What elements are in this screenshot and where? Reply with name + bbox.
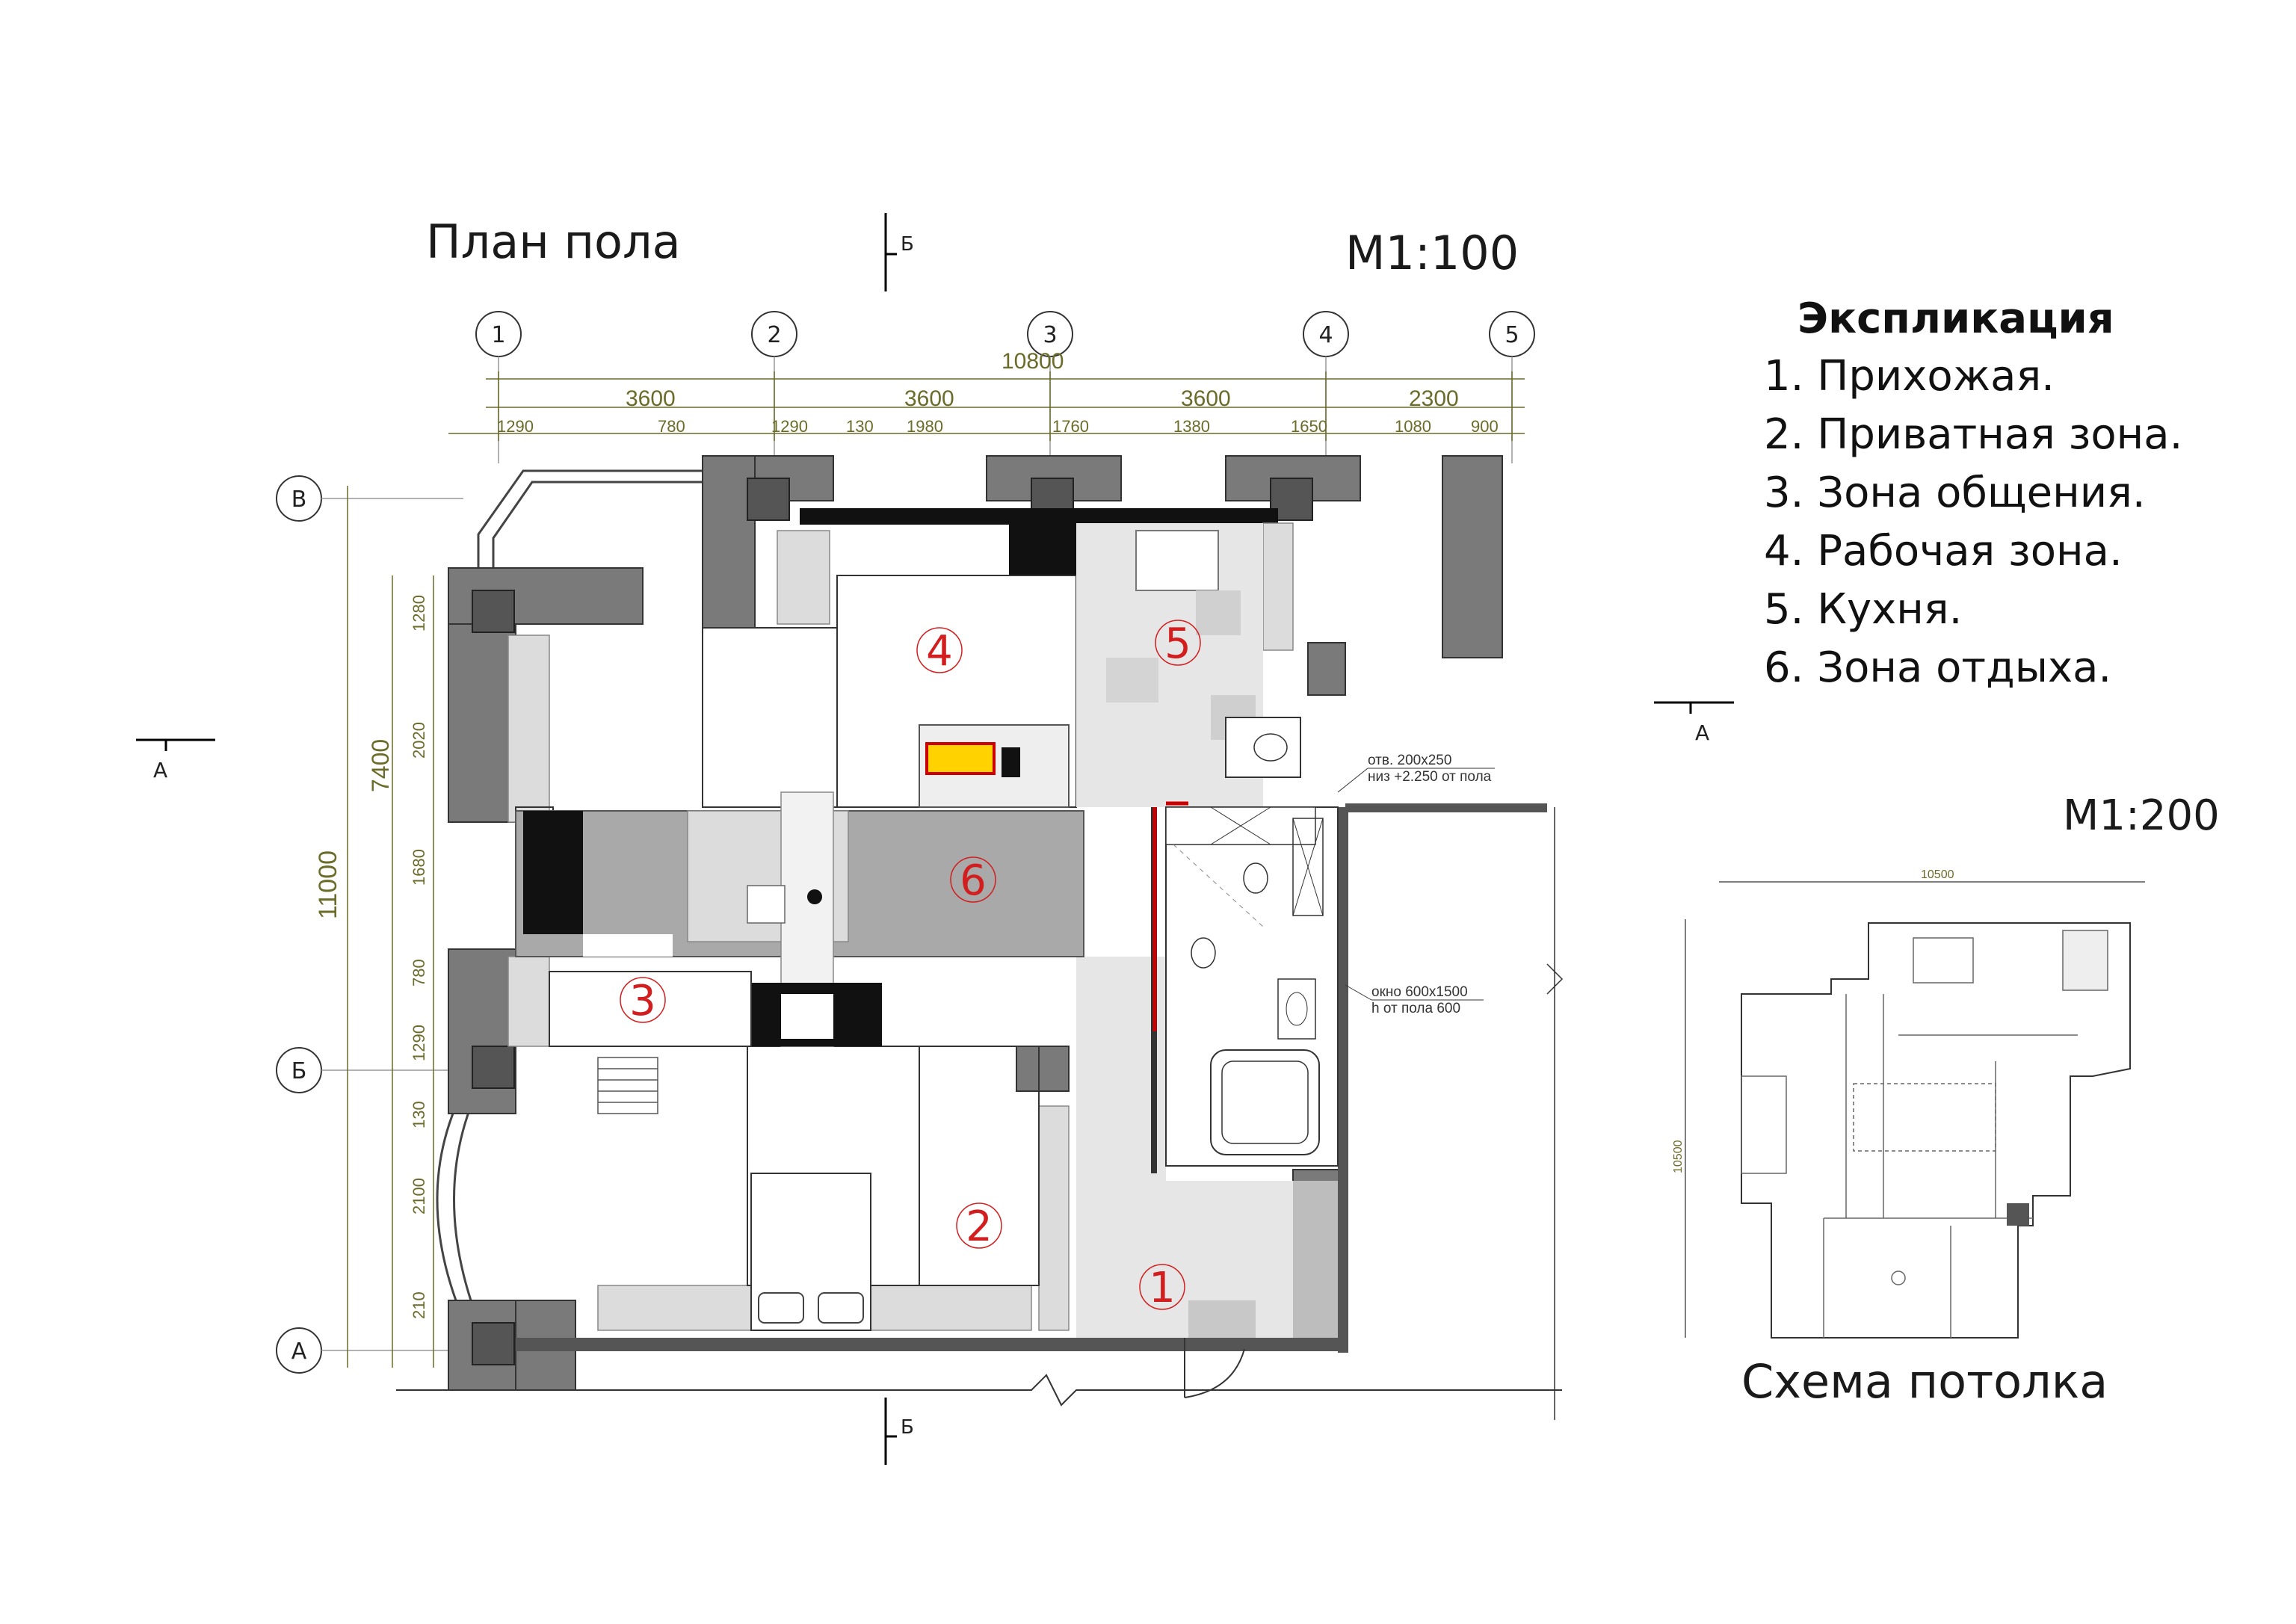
legend-item: 6. Зона отдыха. (1764, 643, 2111, 692)
svg-text:3600: 3600 (904, 386, 954, 411)
dims-left: 1280 2020 1680 780 1290 130 2100 210 (410, 595, 428, 1319)
svg-text:10500: 10500 (1672, 1140, 1685, 1173)
svg-text:1380: 1380 (1173, 417, 1210, 436)
svg-text:2020: 2020 (410, 722, 428, 759)
room-labels: 1 2 3 4 5 6 (620, 620, 1201, 1312)
bed (750, 1173, 871, 1331)
room-label-6: 6 (950, 856, 996, 905)
axis-bubbles-rows: В Б А (276, 475, 322, 1374)
legend-item: 1. Прихожая. (1764, 352, 2055, 401)
plan-scale: М1:100 (1345, 226, 1519, 280)
room-label-5: 5 (1155, 620, 1201, 668)
ceiling-scale: М1:200 (2063, 791, 2220, 840)
svg-text:h от пола 600: h от пола 600 (1371, 1001, 1460, 1016)
legend: Экспликация 1. Прихожая. 2. Приватная зо… (1764, 294, 2182, 692)
note-opening: отв. 200х250 низ +2.250 от пола (1337, 753, 1495, 793)
svg-text:5: 5 (1164, 620, 1191, 668)
svg-text:1290: 1290 (410, 1025, 428, 1061)
ceiling-title: Схема потолка (1741, 1354, 2108, 1409)
svg-text:А: А (1695, 720, 1709, 745)
svg-text:4: 4 (926, 627, 953, 676)
note-window: окно 600х1500 h от пола 600 (1345, 984, 1484, 1016)
svg-text:А: А (153, 758, 167, 782)
svg-text:2: 2 (966, 1202, 993, 1251)
ceiling-scheme: 10500 10500 (1672, 868, 2145, 1339)
svg-text:1290: 1290 (497, 417, 534, 436)
svg-text:1290: 1290 (771, 417, 808, 436)
svg-text:В: В (291, 487, 307, 513)
dimension-chain-top (448, 371, 1525, 441)
svg-text:1760: 1760 (1052, 417, 1089, 436)
svg-text:Б: Б (901, 233, 914, 256)
section-mark-a-right: А (1654, 701, 1734, 745)
dims-top-major: 3600 3600 3600 2300 (626, 386, 1459, 411)
svg-text:130: 130 (410, 1101, 428, 1129)
svg-text:1: 1 (1149, 1264, 1176, 1312)
svg-text:Б: Б (291, 1058, 307, 1084)
legend-title: Экспликация (1797, 294, 2114, 343)
svg-text:1680: 1680 (410, 849, 428, 886)
svg-text:низ +2.250 от пола: низ +2.250 от пола (1368, 769, 1492, 785)
svg-text:10500: 10500 (1921, 868, 1954, 881)
svg-text:3600: 3600 (626, 386, 676, 411)
svg-text:окно 600х1500: окно 600х1500 (1371, 984, 1468, 1000)
svg-text:4: 4 (1318, 322, 1333, 348)
svg-text:1080: 1080 (1395, 417, 1431, 436)
svg-text:6: 6 (960, 856, 987, 905)
floor-plan (396, 455, 1564, 1420)
stairs (597, 1057, 658, 1114)
svg-text:А: А (291, 1339, 307, 1365)
desk (919, 724, 1070, 808)
room-label-1: 1 (1139, 1264, 1185, 1312)
legend-item: 2. Приватная зона. (1764, 410, 2182, 459)
svg-text:130: 130 (846, 417, 874, 436)
plan-title: План пола (426, 214, 681, 269)
svg-text:отв. 200х250: отв. 200х250 (1368, 753, 1451, 768)
dimension-chain-left (347, 486, 434, 1368)
section-mark-b-top: Б (884, 213, 914, 291)
section-mark-b-bottom: Б (884, 1398, 914, 1465)
svg-text:3: 3 (629, 977, 656, 1025)
svg-text:2: 2 (767, 322, 781, 348)
dims-top-minor: 1290 780 1290 130 1980 1760 1380 1650 10… (497, 417, 1499, 436)
axis-bubbles-columns: 1 2 3 4 5 (475, 311, 1535, 357)
svg-text:2300: 2300 (1409, 386, 1459, 411)
section-mark-a-left: А (136, 738, 215, 782)
svg-text:780: 780 (658, 417, 685, 436)
dim-inner-height: 7400 (367, 739, 394, 792)
svg-text:1650: 1650 (1291, 417, 1327, 436)
svg-text:3600: 3600 (1181, 386, 1231, 411)
legend-item: 3. Зона общения. (1764, 469, 2146, 517)
svg-text:900: 900 (1471, 417, 1499, 436)
room-label-2: 2 (956, 1202, 1002, 1251)
room-label-4: 4 (916, 627, 963, 676)
svg-text:1980: 1980 (907, 417, 943, 436)
bathroom (1151, 806, 1339, 1173)
dim-overall-height: 11000 (314, 850, 342, 919)
svg-text:2100: 2100 (410, 1178, 428, 1214)
legend-item: 4. Рабочая зона. (1764, 527, 2123, 575)
room-label-3: 3 (620, 977, 666, 1025)
svg-text:1: 1 (491, 322, 505, 348)
svg-text:1280: 1280 (410, 595, 428, 632)
dim-overall-width: 10800 (1002, 349, 1064, 374)
svg-text:Б: Б (901, 1416, 914, 1439)
wc-cabinet (1225, 717, 1301, 778)
svg-text:5: 5 (1505, 322, 1519, 348)
svg-text:780: 780 (410, 959, 428, 987)
svg-text:3: 3 (1043, 322, 1057, 348)
legend-item: 5. Кухня. (1764, 585, 1962, 634)
svg-text:210: 210 (410, 1291, 428, 1319)
